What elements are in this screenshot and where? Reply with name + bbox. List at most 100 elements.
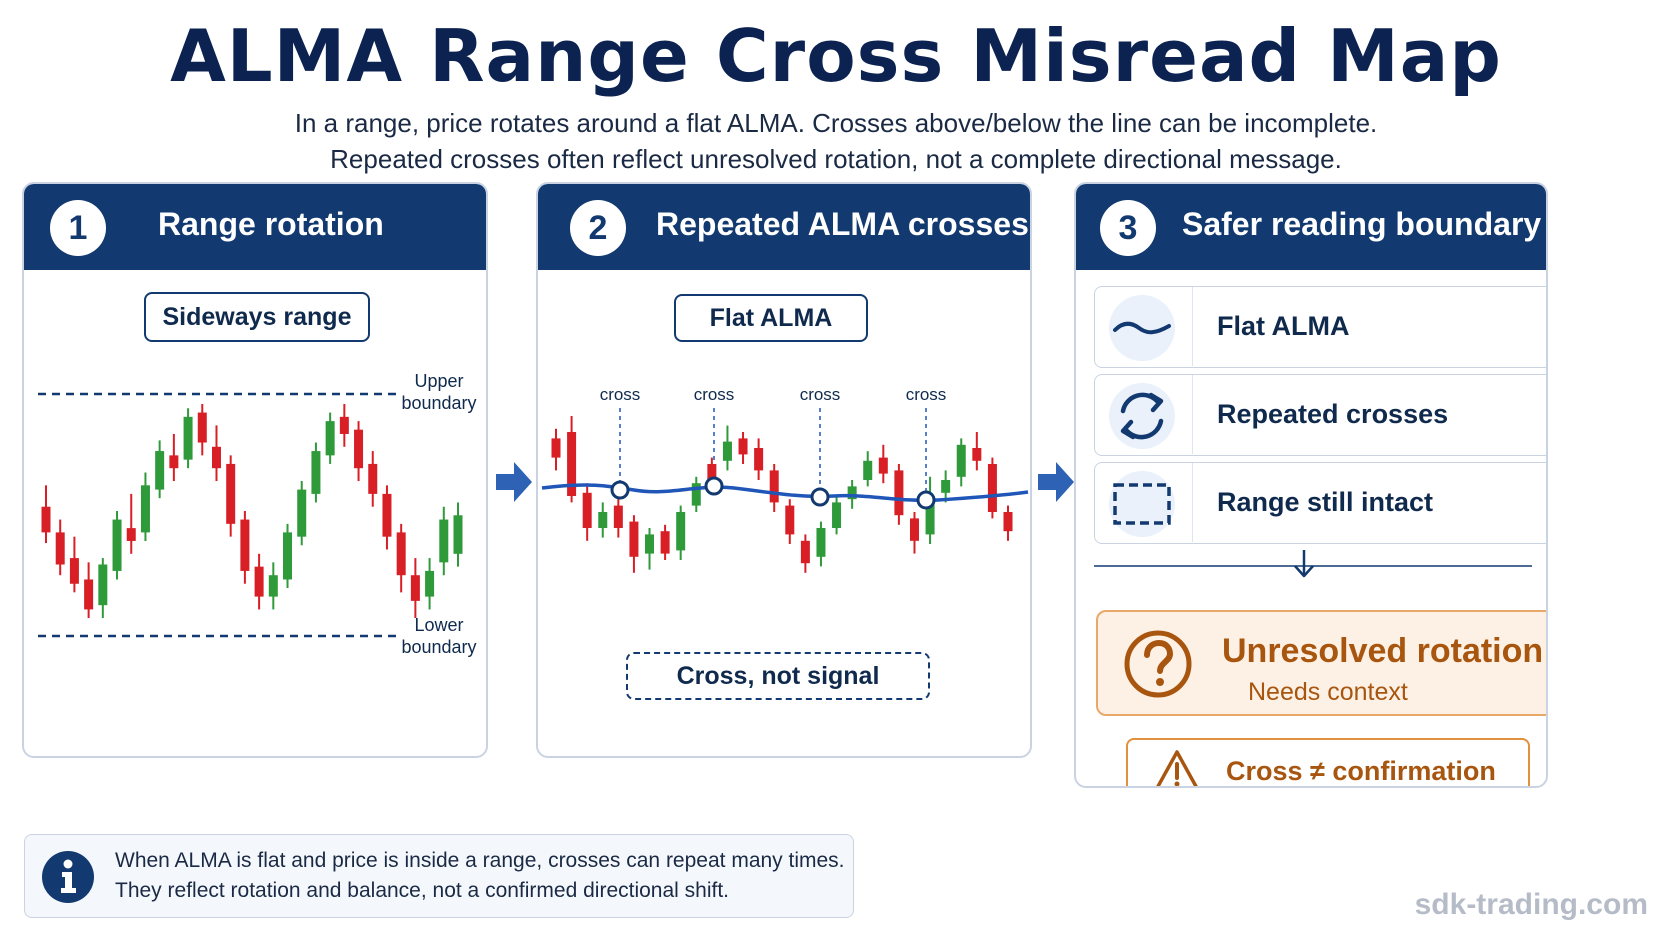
cross-not-signal-label: Cross, not signal [626,652,930,700]
page-title: ALMA Range Cross Misread Map [170,14,1502,98]
candle-body [956,444,966,477]
candle-body [126,528,136,541]
subtitle-line-2: Repeated crosses often reflect unresolve… [330,144,1342,174]
candle-body [112,519,122,571]
candle-body [69,558,79,584]
candle-body [439,519,449,563]
candle-body [925,499,935,535]
candle-body [785,505,795,535]
candle-body [863,460,873,480]
subtitle-line-1: In a range, price rotates around a flat … [294,108,1378,138]
candle-body [240,519,250,571]
divider-down-arrow [1094,550,1532,578]
panel-repeated-alma-crosses: 2 Repeated ALMA crosses Flat ALMA cross c… [536,182,1032,758]
dashed-box-icon [1113,483,1171,525]
wave-icon [1113,321,1171,335]
info-icon [42,851,94,903]
candle-body [325,421,335,456]
info-line-2: They reflect rotation and balance, not a… [115,879,730,902]
question-icon [1124,630,1192,698]
panel-3-header: 3 Safer reading boundary [1076,184,1546,270]
cross-label: cross [906,390,947,404]
candle-body [832,502,842,528]
panel-2-header: 2 Repeated ALMA crosses [538,184,1030,270]
warning-triangle-icon [1156,750,1198,786]
warning-subtitle: Needs context [1248,678,1408,706]
candle-body [987,464,997,512]
candle-body [816,528,826,557]
candle-body [268,575,278,597]
candle-body [582,492,592,528]
candle-body [598,512,608,528]
confirmation-text: Cross ≠ confirmation [1226,756,1496,786]
candle-body [878,457,888,474]
candle-body [1003,512,1013,532]
candle-body [226,463,236,524]
cycle-icon [1120,392,1164,440]
cross-point-marker [704,476,724,496]
row-label: Repeated crosses [1217,399,1449,429]
candle-body [676,512,686,551]
candle-body [140,485,150,533]
candle-body [98,564,108,606]
candle-body [722,441,732,461]
candle-body [410,575,420,601]
info-line-1: When ALMA is flat and price is inside a … [115,849,845,872]
candle-body [629,521,639,557]
panel-2-title: Repeated ALMA crosses [656,206,1029,242]
sideways-range-label: Sideways range [144,292,370,342]
candle-body [660,531,670,554]
panel-range-rotation: 1 Range rotation Sideways range Upper bo… [22,182,488,758]
flat-alma-label: Flat ALMA [674,294,868,342]
candle-body [211,446,221,469]
candle-body [453,515,463,554]
cross-point-marker [610,480,630,500]
candle-body [941,480,951,493]
candle-body [425,570,435,597]
candle-body [847,486,857,500]
candle-body [738,438,748,455]
row-flat-alma: Flat ALMA [1094,286,1546,368]
alma-line [541,483,1029,503]
step-number-badge: 3 [1100,200,1156,256]
candle-body [769,470,779,503]
step-number-badge: 2 [570,200,626,256]
cross-label: cross [694,390,735,404]
candle-body [197,412,207,443]
candle-body [909,518,919,541]
row-range-intact: Range still intact [1094,462,1546,544]
cross-not-confirmation-box: Cross ≠ confirmation [1126,738,1530,786]
row-label: Flat ALMA [1217,311,1350,341]
candle-body [972,448,982,461]
upper-boundary-label: Upper boundary [401,371,477,413]
candle-body [155,451,165,490]
arrow-right-icon [1038,462,1074,502]
candle-body [894,470,904,516]
lower-boundary-label: Lower boundary [401,615,477,657]
warning-title: Unresolved rotation [1222,632,1544,670]
candle-body [382,493,392,537]
candle-body [567,432,577,496]
row-repeated-crosses: Repeated crosses [1094,374,1546,456]
panel-1-title: Range rotation [158,206,384,242]
candle-body [368,463,378,494]
panel-1-header: 1 Range rotation [24,184,486,270]
info-note: When ALMA is flat and price is inside a … [24,834,854,918]
candle-body [754,448,764,471]
candle-body [254,566,264,597]
candle-body [800,540,810,564]
candle-body [311,451,321,494]
site-watermark: sdk-trading.com [1414,888,1648,921]
candle-body [283,532,293,580]
panel-3-title: Safer reading boundary [1182,206,1542,242]
panel-safer-reading-boundary: 3 Safer reading boundary Flat ALMA Repea… [1074,182,1548,788]
candle-body [645,534,655,554]
candle-body [55,532,65,565]
candle-body [339,416,349,434]
row-label: Range still intact [1217,487,1434,517]
cross-point-marker [810,487,830,507]
step-number-badge: 1 [50,200,106,256]
candle-body [183,416,193,460]
candle-body [396,532,406,576]
